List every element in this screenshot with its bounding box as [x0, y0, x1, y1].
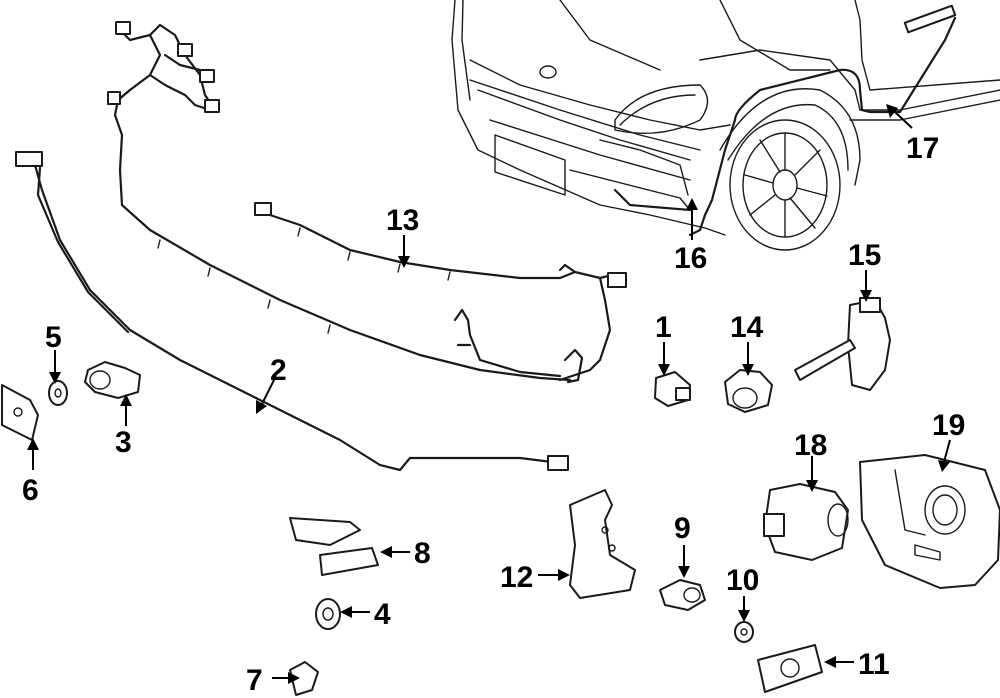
- part-6-bracket: [1, 384, 39, 441]
- part-8-bracket: [289, 517, 379, 576]
- vehicle-front-view: [451, 0, 1000, 251]
- callout-6: 6: [22, 474, 39, 507]
- part-11-bracket: [757, 644, 823, 693]
- harness-13: [253, 202, 627, 384]
- callout-9: 9: [674, 512, 691, 545]
- part-3-sensor: [84, 361, 141, 399]
- callout-5: 5: [45, 321, 62, 354]
- part-14-sensor: [724, 369, 773, 413]
- callout-18: 18: [794, 429, 827, 462]
- part-7-clip: [289, 661, 319, 696]
- callout-2: 2: [270, 354, 287, 387]
- callout-4: 4: [374, 598, 391, 631]
- part-12-bracket: [569, 489, 636, 599]
- callout-12: 12: [500, 561, 533, 594]
- callout-10: 10: [726, 564, 759, 597]
- callout-17: 17: [906, 132, 939, 165]
- callout-14: 14: [730, 311, 764, 344]
- callout-3: 3: [115, 426, 132, 459]
- leader-lines: [27, 104, 951, 684]
- callout-13: 13: [386, 204, 419, 237]
- callout-15: 15: [848, 239, 881, 272]
- callout-16: 16: [674, 242, 707, 275]
- part-15-bracket: [794, 297, 891, 391]
- callout-labels: 1 2 3 4 5 6 7 8 9 10 11 12 13 14 15 16 1…: [22, 132, 965, 697]
- part-5-washer: [48, 380, 68, 406]
- harness-main: [107, 21, 572, 382]
- callout-11: 11: [858, 648, 890, 681]
- part-1-sensor: [654, 371, 691, 407]
- callout-7: 7: [246, 664, 263, 697]
- part-18-module: [763, 483, 849, 561]
- harness-2: [15, 151, 569, 472]
- part-9-sensor: [659, 579, 706, 611]
- callout-19: 19: [932, 409, 965, 442]
- part-19-housing: [859, 454, 1000, 589]
- part-4-grommet: [315, 598, 341, 630]
- callout-1: 1: [655, 311, 672, 344]
- callout-8: 8: [414, 537, 431, 570]
- part-10-washer: [734, 621, 754, 643]
